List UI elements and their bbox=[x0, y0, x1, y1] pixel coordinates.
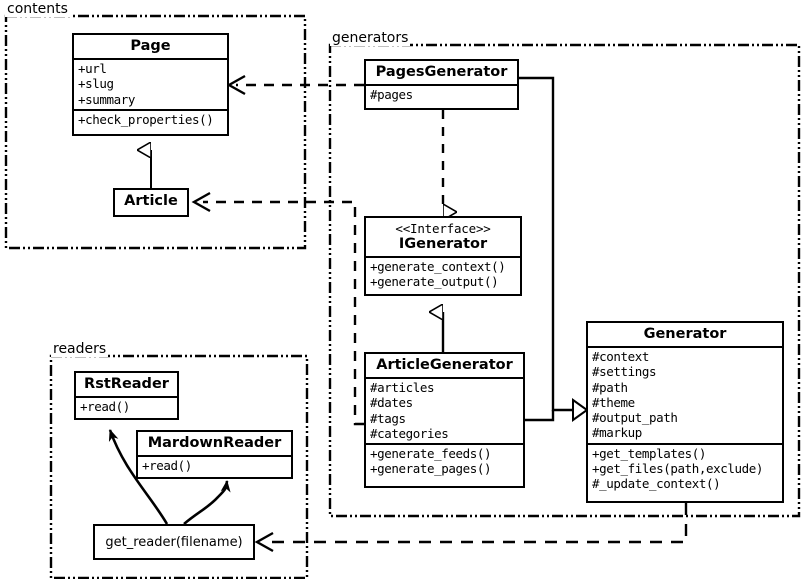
class-attribute: #articles bbox=[370, 380, 435, 396]
class-method: +get_templates() bbox=[592, 445, 707, 461]
class-box-generator[interactable]: Generator #context #settings #path #them… bbox=[586, 321, 784, 503]
class-attribute: #context bbox=[592, 349, 650, 365]
class-attribute: +slug bbox=[78, 76, 114, 92]
class-box-article[interactable]: Article bbox=[113, 188, 189, 217]
class-attribute: #tags bbox=[370, 410, 406, 426]
class-box-mardownreader[interactable]: MardownReader +read() bbox=[136, 430, 293, 479]
connector-get-reader-returns-rstreader bbox=[108, 429, 169, 525]
package-frame-readers bbox=[49, 354, 309, 579]
package-frame-contents bbox=[4, 14, 307, 250]
class-methods-mardownreader: +read() bbox=[138, 455, 291, 475]
class-attribute: #theme bbox=[592, 394, 635, 410]
class-attributes-articlegenerator: #articles #dates #tags #categories bbox=[366, 377, 523, 443]
class-methods-igenerator: +generate_context() +generate_output() bbox=[366, 256, 520, 292]
class-attribute: #pages bbox=[370, 87, 413, 103]
class-name-article: Article bbox=[124, 193, 178, 209]
class-attributes-generator: #context #settings #path #theme #output_… bbox=[588, 346, 782, 443]
class-box-pagesgenerator[interactable]: PagesGenerator #pages bbox=[364, 59, 519, 110]
class-method: +check_properties() bbox=[78, 111, 214, 127]
class-name-mardownreader: MardownReader bbox=[147, 435, 282, 451]
connector-generator-depends-get-reader bbox=[254, 503, 688, 553]
class-name-rstreader: RstReader bbox=[84, 376, 169, 392]
class-methods-page: +check_properties() bbox=[74, 108, 227, 129]
class-name-page: Page bbox=[130, 38, 171, 54]
class-method: #_update_context() bbox=[592, 476, 721, 492]
class-attribute: #path bbox=[592, 379, 628, 395]
class-attribute: #output_path bbox=[592, 410, 678, 426]
class-methods-articlegenerator: +generate_feeds() +generate_pages() bbox=[366, 443, 523, 479]
class-name-text-igenerator: IGenerator bbox=[398, 236, 488, 252]
class-name-articlegenerator: ArticleGenerator bbox=[376, 357, 513, 373]
class-box-articlegenerator[interactable]: ArticleGenerator #articles #dates #tags … bbox=[364, 352, 525, 488]
class-attribute: #markup bbox=[592, 425, 642, 441]
class-attribute: +url bbox=[78, 61, 107, 77]
class-method: +generate_output() bbox=[370, 274, 499, 290]
class-name-pagesgenerator: PagesGenerator bbox=[375, 64, 508, 80]
connector-pagesgenerator-depends-page bbox=[226, 74, 364, 96]
class-method: +read() bbox=[142, 458, 192, 474]
function-box-get-reader[interactable]: get_reader(filename) bbox=[93, 524, 255, 560]
class-method: +read() bbox=[80, 399, 130, 415]
package-label-generators: generators bbox=[330, 30, 411, 46]
package-frame-generators bbox=[328, 43, 801, 518]
class-methods-generator: +get_templates() +get_files(path,exclude… bbox=[588, 442, 782, 494]
connector-pagesgenerator-inherits-generator bbox=[519, 76, 573, 412]
class-attribute: #dates bbox=[370, 395, 413, 411]
class-method: +generate_pages() bbox=[370, 461, 492, 477]
class-attributes-page: +url +slug +summary bbox=[74, 58, 227, 109]
class-box-rstreader[interactable]: RstReader +read() bbox=[74, 371, 179, 420]
class-method: +generate_context() bbox=[370, 259, 506, 275]
class-box-igenerator[interactable]: <<Interface>> IGenerator +generate_conte… bbox=[364, 216, 522, 296]
connector-articlegenerator-depends-article bbox=[191, 191, 364, 426]
class-attribute: #settings bbox=[592, 364, 657, 380]
connector-get-reader-returns-mardownreader bbox=[183, 480, 231, 525]
class-attributes-pagesgenerator: #pages bbox=[366, 84, 517, 104]
package-label-readers: readers bbox=[51, 341, 109, 357]
class-name-generator: Generator bbox=[643, 326, 727, 342]
connector-articlegenerator-inherits-generator bbox=[525, 398, 589, 422]
class-stereotype-igenerator: <<Interface>> bbox=[395, 221, 491, 236]
class-methods-rstreader: +read() bbox=[76, 396, 177, 416]
class-method: +get_files(path,exclude) bbox=[592, 460, 764, 476]
class-attribute: #categories bbox=[370, 425, 449, 441]
class-box-page[interactable]: Page +url +slug +summary +check_properti… bbox=[72, 33, 229, 136]
class-name-igenerator: <<Interface>> IGenerator bbox=[366, 218, 520, 256]
function-label-get-reader: get_reader(filename) bbox=[105, 534, 243, 550]
class-attribute: +summary bbox=[78, 91, 136, 107]
class-method: +generate_feeds() bbox=[370, 446, 492, 462]
package-label-contents: contents bbox=[5, 1, 70, 17]
